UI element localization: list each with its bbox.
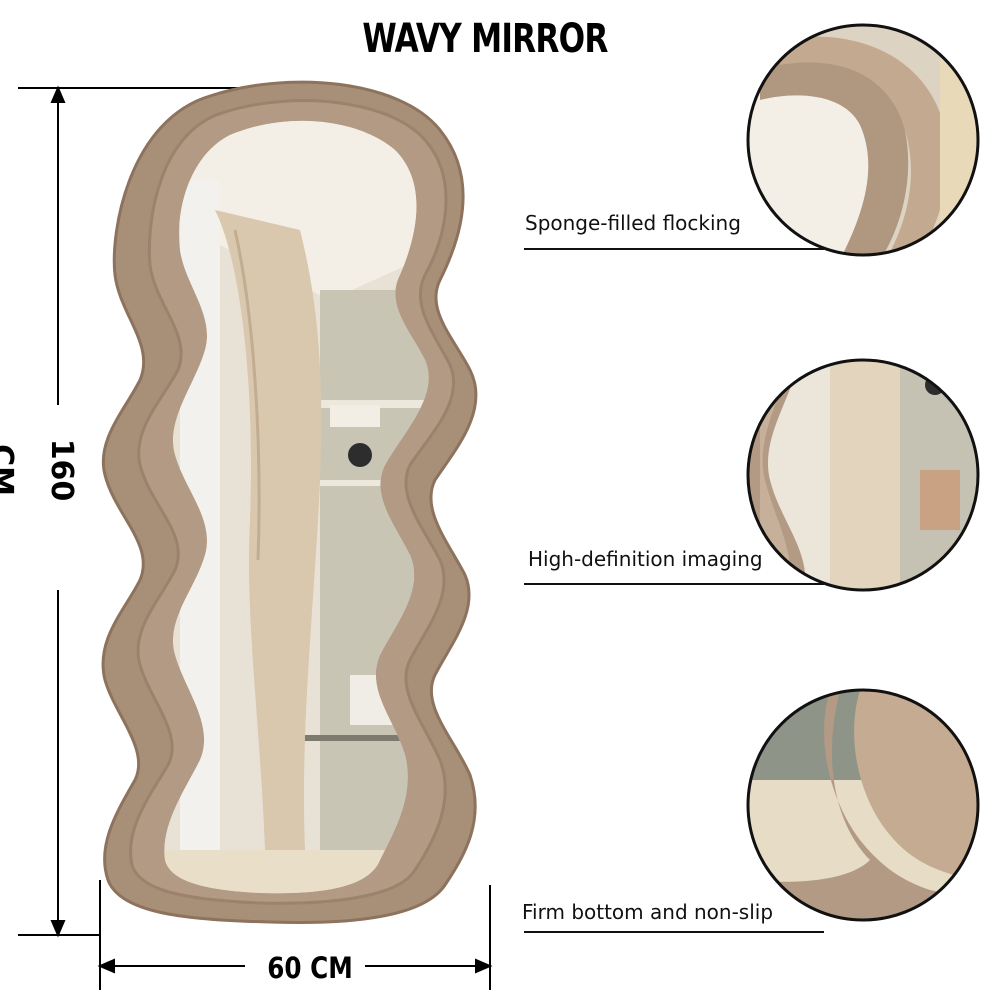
feature-label-bottom: Firm bottom and non-slip bbox=[522, 900, 774, 924]
width-dimension-line bbox=[97, 880, 493, 990]
detail-circle-flocking bbox=[746, 23, 980, 257]
feature-underline-flocking bbox=[524, 248, 824, 250]
width-label: 60 CM bbox=[267, 951, 353, 985]
feature-underline-imaging bbox=[524, 583, 824, 585]
height-label: 160 CM bbox=[0, 438, 79, 502]
detail-circle-bottom bbox=[746, 688, 980, 922]
feature-label-imaging: High-definition imaging bbox=[528, 547, 763, 571]
feature-underline-bottom bbox=[524, 931, 824, 933]
feature-label-flocking: Sponge-filled flocking bbox=[525, 211, 741, 235]
mirror-glass bbox=[164, 120, 429, 894]
detail-circle-imaging bbox=[746, 358, 980, 592]
product-title: WAVY MIRROR bbox=[362, 16, 608, 62]
